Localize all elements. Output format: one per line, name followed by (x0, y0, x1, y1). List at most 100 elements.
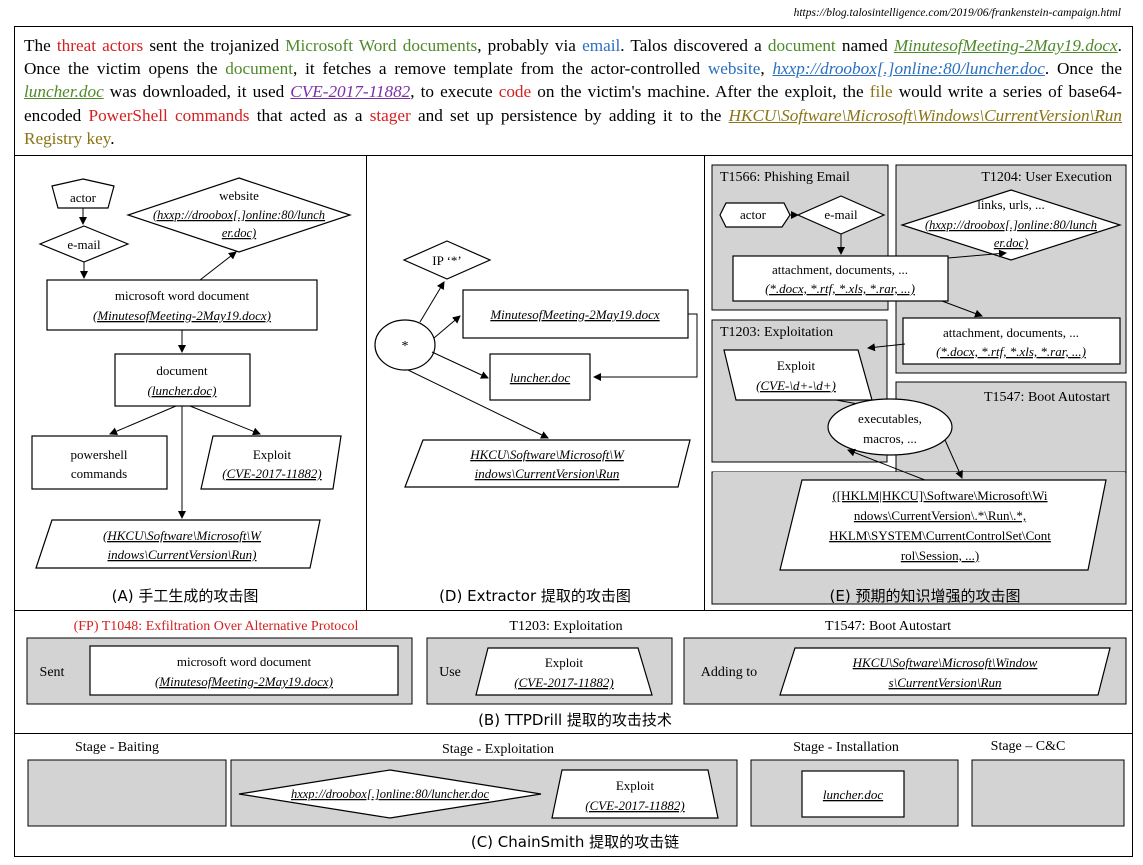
divider-d-e (704, 155, 705, 611)
url-label-c: hxxp://droobox[.]online:80/luncher.doc (291, 787, 490, 801)
exploit-cve-a: (CVE-2017-11882) (222, 466, 321, 481)
highlighted-term: Registry key (24, 128, 111, 148)
panel-e: T1566: Phishing Email T1204: User Execut… (711, 164, 1127, 605)
document-node-a (114, 353, 251, 407)
caption-c: (C) ChainSmith 提取的攻击链 (470, 833, 680, 851)
adding-label-b: Adding to (701, 665, 757, 680)
url-node-c (238, 769, 542, 819)
stage-baiting-label: Stage - Baiting (75, 740, 159, 755)
attach2-label-e-2: (*.docx, *.rtf, *.xls, *.rar, ...) (936, 344, 1086, 359)
paragraph-text: . (110, 128, 115, 148)
minutes-node-d (462, 289, 689, 339)
panel-c: Stage - Baiting Stage - Exploitation Sta… (27, 739, 1125, 827)
caption-d: (D) Extractor 提取的攻击图 (439, 587, 631, 605)
registry-e-1: ([HKLM|HKCU]\Software\Microsoft\Wi (832, 488, 1047, 503)
stage-baiting-box (27, 759, 227, 827)
attach1-label-e-1: attachment, documents, ... (772, 262, 908, 277)
luncher-node-c (801, 770, 905, 818)
panel-d: IP ‘*’ * MinutesofMeeting-2May19.docx lu… (374, 240, 698, 488)
paragraph-text: and set up persistence by adding it to t… (410, 105, 729, 125)
highlighted-term: Microsoft Word documents (285, 36, 478, 55)
paragraph-text: . Once the (1044, 59, 1123, 79)
divider-bottom (14, 733, 1133, 734)
msword-file-a: (MinutesofMeeting-2May19.docx) (93, 308, 271, 323)
powershell-label-a-2: commands (71, 466, 127, 481)
email-label-e: e-mail (824, 207, 858, 222)
registry-node-d (404, 439, 691, 488)
source-url: https://blog.talosintelligence.com/2019/… (793, 7, 1121, 19)
website-node-a (126, 177, 352, 253)
exec-label-e-2: macros, ... (863, 431, 917, 446)
ip-label-d: IP ‘*’ (432, 253, 462, 268)
stage-installation-label: Stage - Installation (793, 740, 899, 755)
links-node-e (900, 189, 1122, 261)
stage-cc-label: Stage – C&C (991, 739, 1066, 754)
attach2-label-e-1: attachment, documents, ... (943, 325, 1079, 340)
sent-label-b: Sent (40, 665, 65, 680)
highlighted-term: website (707, 59, 761, 79)
highlighted-term: file (869, 82, 893, 102)
paragraph-text: sent the trojanized (143, 36, 286, 55)
exploit-node-c (551, 769, 719, 819)
t1547-title: T1547: Boot Autostart (984, 390, 1110, 405)
paragraph-text: would write a series of base64-encoded (24, 82, 1122, 125)
panel-a: actor e-mail website (hxxp://droobox[.]o… (31, 177, 352, 569)
registry-a-2: indows\CurrentVersion\Run) (107, 547, 256, 562)
luncher-node-d (489, 353, 591, 401)
highlighted-term: threat actors (56, 36, 144, 55)
registry-node-e (779, 479, 1107, 571)
exec-label-e-1: executables, (858, 411, 922, 426)
website-url-a-2: er.doc) (222, 226, 256, 240)
t1566-title: T1566: Phishing Email (720, 170, 850, 185)
exploit-node-b (475, 647, 653, 696)
actor-label-e: actor (740, 207, 767, 222)
panel-b: (FP) T1048: Exfiltration Over Alternativ… (26, 619, 1127, 705)
registry-node-a (35, 519, 321, 569)
highlighted-term: code (498, 82, 532, 102)
exploit-c-1: Exploit (616, 778, 655, 793)
highlighted-term: stager (369, 105, 411, 125)
msword-b-2: (MinutesofMeeting-2May19.docx) (155, 674, 333, 689)
paragraph-text: that acted as a (249, 105, 370, 125)
registry-b-2: s\CurrentVersion\Run (889, 675, 1002, 690)
msword-node-a (46, 279, 318, 331)
highlighted-term: hxxp://droobox[.]online:80/luncher.doc (772, 59, 1045, 79)
exploit-label-a: Exploit (253, 447, 292, 462)
divider-mid (14, 610, 1133, 611)
msword-b-1: microsoft word document (177, 654, 312, 669)
document-file-a: (luncher.doc) (148, 383, 217, 398)
paragraph-text: . Once the victim opens the (24, 36, 1122, 79)
links-label-e-3: er.doc) (994, 236, 1028, 250)
paragraph-text: The (24, 36, 57, 55)
exploit-label-e-1: Exploit (777, 358, 816, 373)
links-label-e-2: (hxxp://droobox[.]online:80/lunch (925, 218, 1097, 232)
star-label-d: * (402, 339, 409, 354)
divider-a-d (366, 155, 367, 611)
exploit-node-a (200, 435, 342, 490)
paragraph-text: , (760, 59, 773, 79)
powershell-node-a (31, 435, 168, 490)
minutes-label-d: MinutesofMeeting-2May19.docx (489, 307, 660, 322)
registry-a-1: (HKCU\Software\Microsoft\W (103, 528, 262, 543)
email-label-a: e-mail (67, 237, 101, 252)
executables-node-e (827, 398, 953, 456)
t1204-title: T1204: User Execution (981, 170, 1112, 185)
luncher-label-d: luncher.doc (510, 370, 571, 385)
website-label-a: website (219, 188, 259, 203)
attach2-node-e (902, 317, 1121, 365)
ip-node-d (402, 240, 492, 280)
registry-d-2: indows\CurrentVersion\Run (475, 466, 620, 481)
highlighted-term: PowerShell commands (88, 105, 250, 125)
paragraph-text: on the victim's machine. After the explo… (531, 82, 870, 102)
exploit-c-2: (CVE-2017-11882) (585, 798, 684, 813)
attach1-node-e (732, 255, 949, 302)
highlighted-term: CVE-2017-11882 (290, 82, 411, 102)
highlighted-term: MinutesofMeeting-2May19.docx (893, 36, 1118, 55)
figure-frame (14, 26, 1133, 857)
t1203-title-b: T1203: Exploitation (509, 619, 622, 634)
paragraph-text: was downloaded, it used (103, 82, 291, 102)
registry-e-4: rol\Session, ...) (901, 548, 979, 563)
caption-b: (B) TTPDrill 提取的攻击技术 (478, 711, 672, 729)
registry-d-1: HKCU\Software\Microsoft\W (469, 447, 625, 462)
